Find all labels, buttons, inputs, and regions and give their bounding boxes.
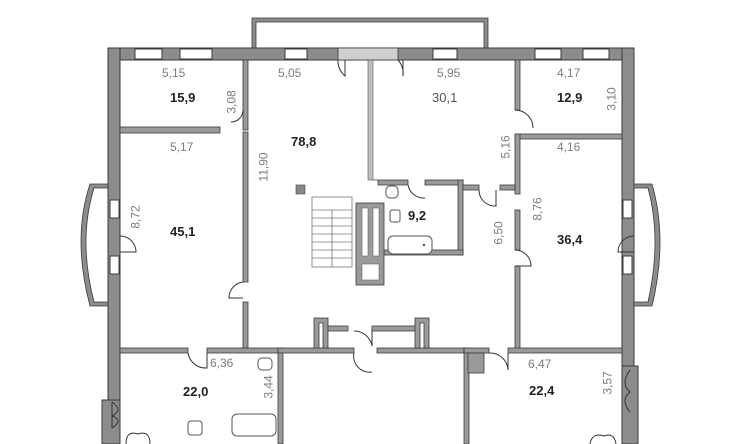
area-nw: 15,9 [170, 90, 196, 105]
doors [119, 59, 635, 373]
windows [109, 48, 633, 275]
dim-hall-width: 5,05 [278, 66, 302, 80]
area-se: 22,4 [529, 383, 555, 398]
area-east: 36,4 [557, 232, 583, 247]
fixtures [187, 185, 433, 437]
stairs [295, 184, 353, 268]
corner-doors [111, 369, 631, 444]
dim-corridor-height: 6,50 [491, 221, 506, 245]
area-west: 45,1 [170, 224, 196, 239]
exterior-walls [101, 47, 639, 444]
area-ne: 12,9 [557, 90, 583, 105]
dim-west-height: 8,72 [128, 205, 143, 229]
dim-sw-width: 6,36 [210, 356, 234, 370]
dim-se-height: 3,57 [600, 371, 615, 395]
dim-north-height: 5,16 [498, 135, 513, 159]
area-bath: 9,2 [408, 208, 427, 223]
dim-ne-height: 3,10 [604, 87, 619, 111]
area-hall: 78,8 [291, 134, 317, 149]
dim-nw-width: 5,15 [162, 66, 186, 80]
dim-hall-height: 11,90 [256, 152, 271, 182]
top-balcony [251, 17, 489, 51]
area-north: 30,1 [432, 90, 458, 105]
dim-east-height: 8,76 [530, 197, 545, 221]
east-bay [633, 183, 661, 307]
west-bay [80, 183, 109, 307]
dim-nw-height: 3,08 [224, 90, 239, 114]
area-sw: 22,0 [183, 384, 209, 399]
dim-west-width: 5,17 [170, 140, 194, 154]
dim-sw-height: 3,44 [261, 375, 276, 399]
dim-ne-width: 4,17 [557, 66, 581, 80]
dim-north-width: 5,95 [437, 66, 461, 80]
dim-east-width: 4,16 [557, 140, 581, 154]
interior-walls [119, 59, 623, 444]
dim-se-width: 6,47 [528, 357, 552, 371]
